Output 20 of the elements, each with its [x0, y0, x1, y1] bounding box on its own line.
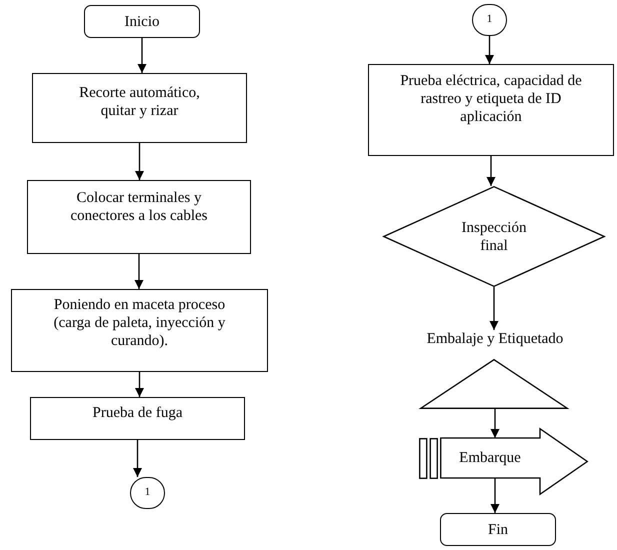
- process-box: Poniendo en maceta proceso (carga de paleta, inyección y curando).: [11, 289, 268, 372]
- step-label: Inspección final: [460, 218, 528, 254]
- arrow: [490, 478, 500, 513]
- arrow: [486, 156, 496, 186]
- arrow: [485, 36, 494, 64]
- process-box: Prueba de fuga: [30, 397, 245, 440]
- arrow: [135, 143, 144, 180]
- process-box: Colocar terminales y conectores a los cables: [27, 180, 251, 254]
- arrow: [490, 287, 498, 330]
- terminal-box: Inicio: [84, 5, 200, 38]
- arrow: [133, 440, 142, 477]
- terminal-box: Fin: [440, 513, 556, 546]
- arrow: [138, 38, 146, 73]
- arrow: [135, 372, 144, 397]
- arrow: [134, 254, 144, 289]
- step-label: Embalaje y Etiquetado: [426, 330, 564, 348]
- step-label: Embarque: [458, 449, 522, 468]
- process-box: Recorte automático, quitar y rizar: [32, 73, 247, 143]
- process-box: Prueba eléctrica, capacidad de rastreo y etiqueta de ID aplicación: [368, 64, 614, 156]
- arrow: [490, 409, 500, 438]
